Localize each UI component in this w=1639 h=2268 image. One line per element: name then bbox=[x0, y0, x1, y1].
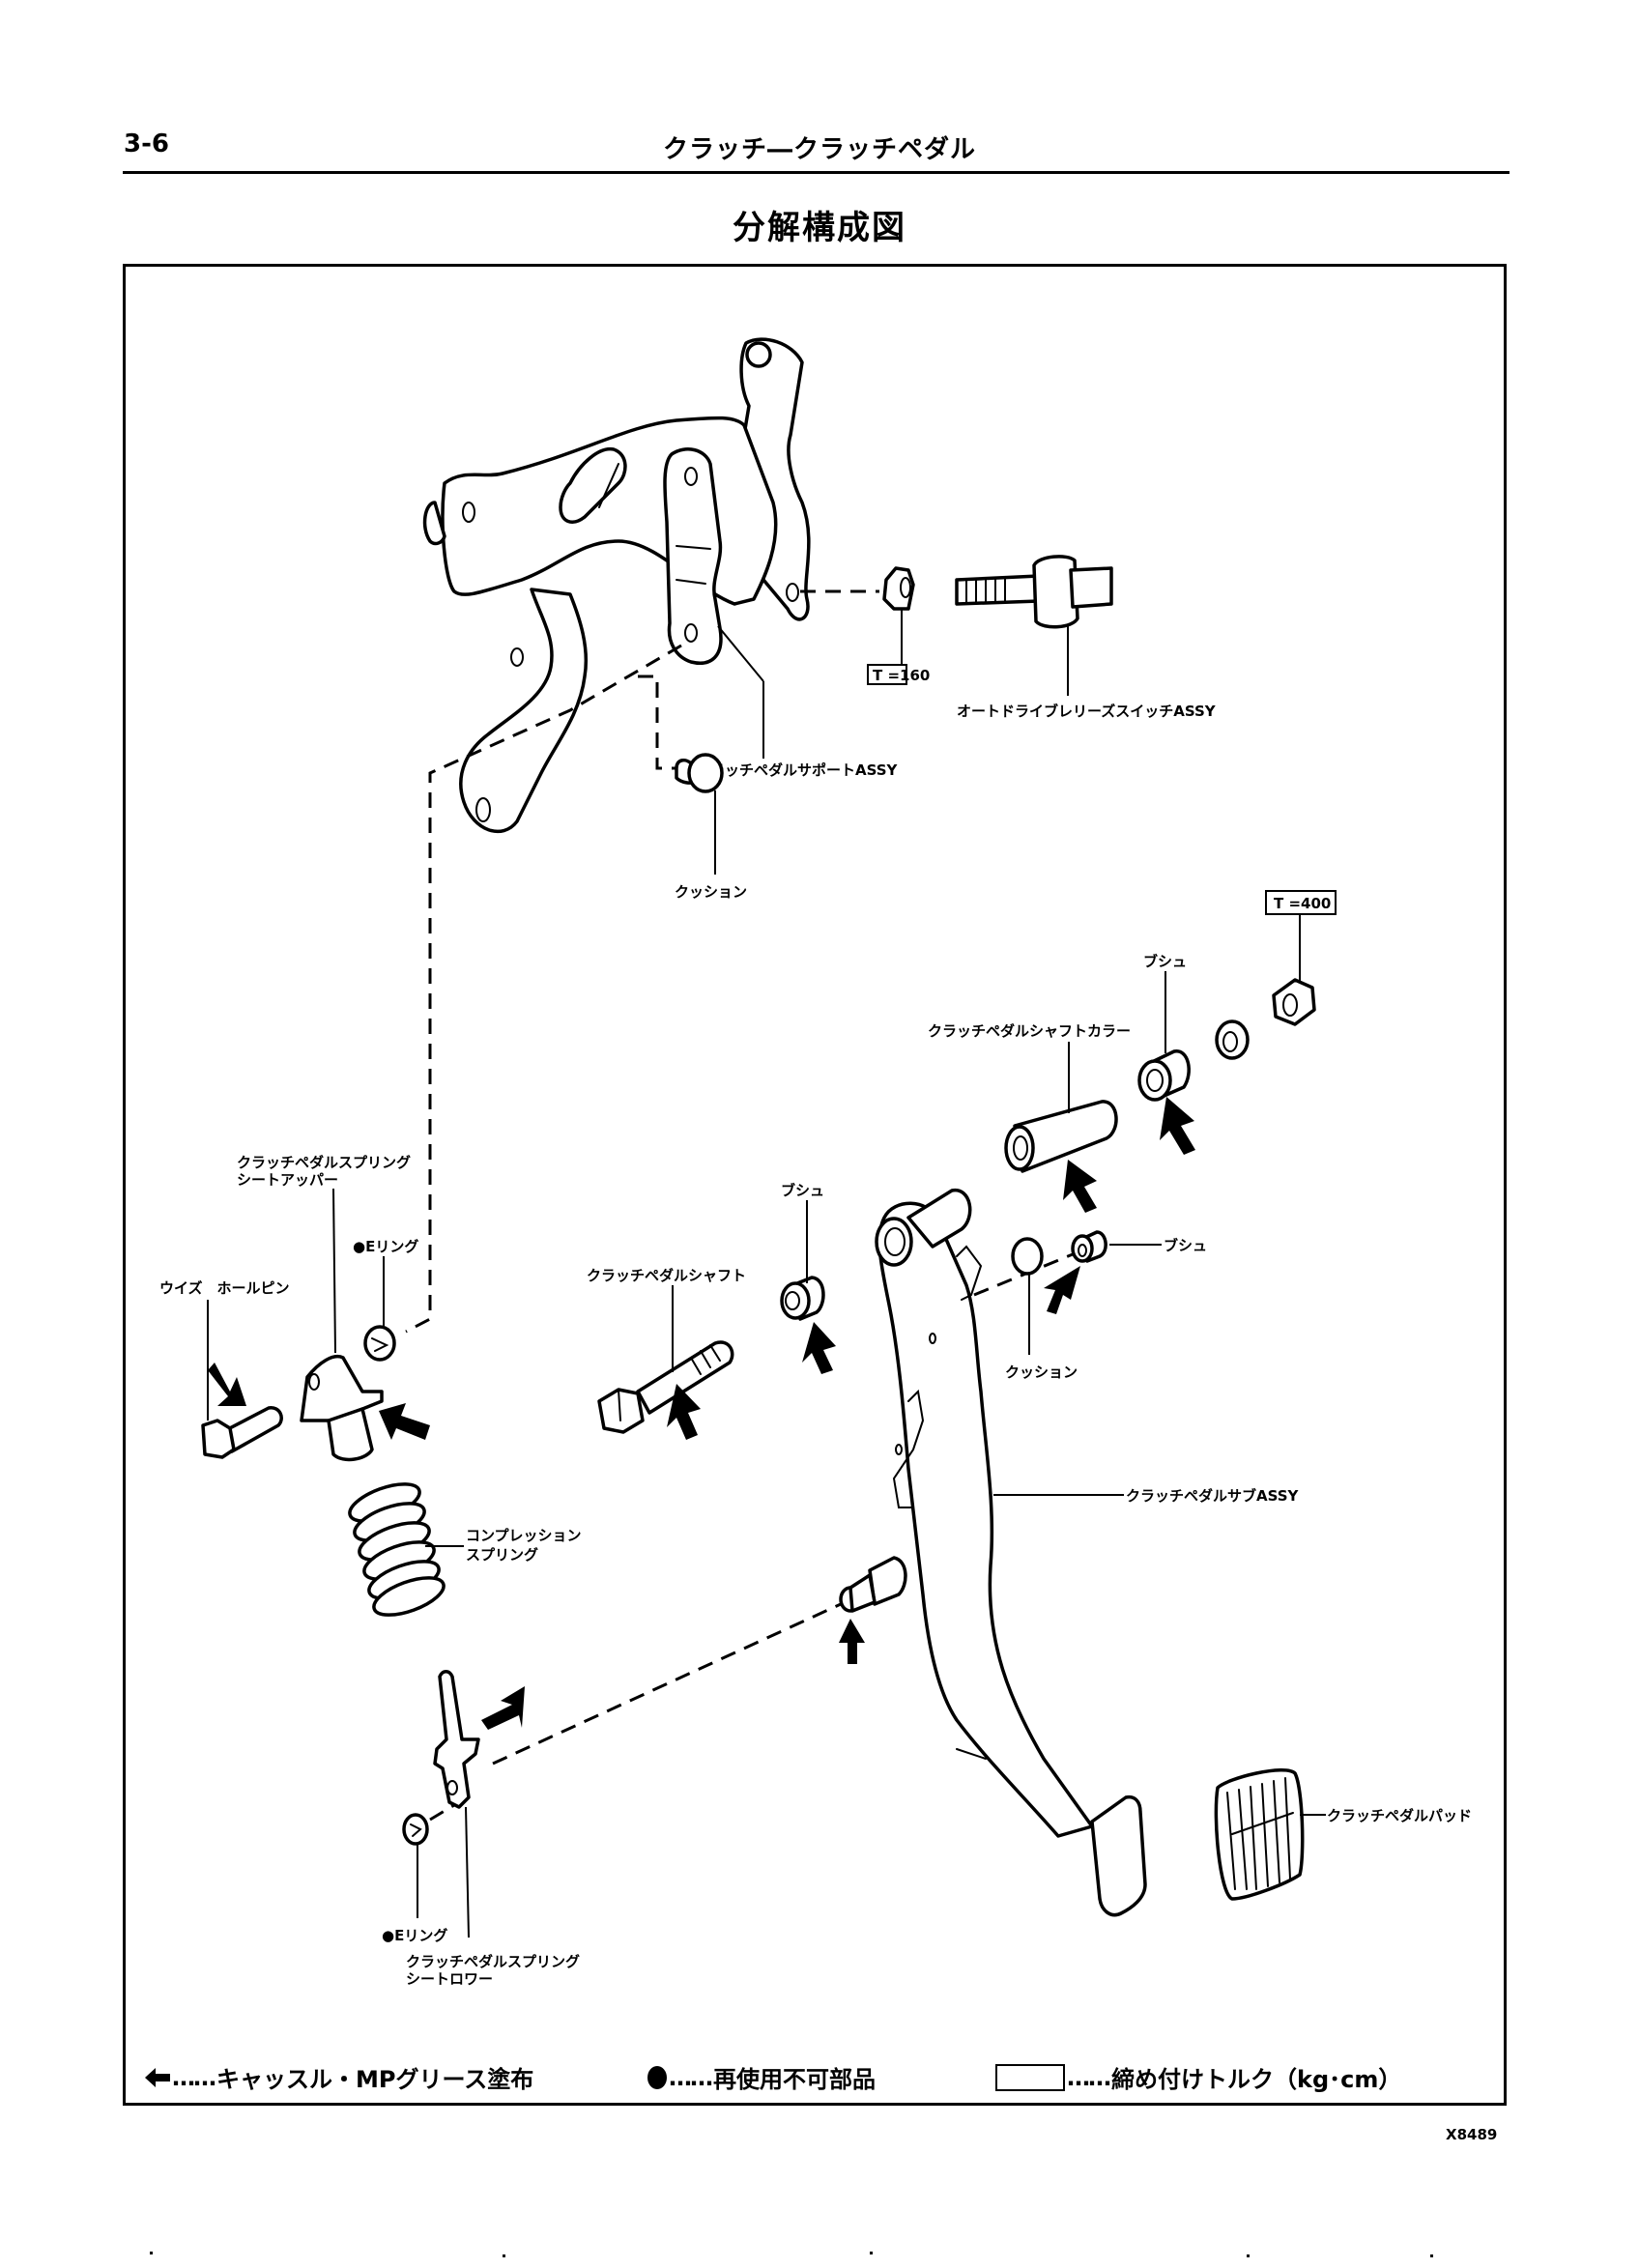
grease-arrow-bush-right bbox=[1044, 1266, 1080, 1314]
clutch-pedal-support-assy bbox=[422, 337, 811, 833]
scan-speck bbox=[1430, 2254, 1433, 2257]
legend-item-torque: …… 締め付けトルク（kg･cm） bbox=[995, 2060, 1401, 2094]
wise-hole-pin: ウイズ ホールピン bbox=[159, 1279, 290, 1459]
label-bush-middle: ブシュ bbox=[781, 1182, 824, 1199]
label-clutch-pedal-shaft-collar: クラッチペダルシャフトカラー bbox=[928, 1022, 1131, 1040]
bush-upper: ブシュ bbox=[1137, 953, 1195, 1155]
label-auto-drive-release-switch-assy: オートドライブレリーズスイッチASSY bbox=[957, 703, 1217, 720]
scan-speck bbox=[503, 2254, 505, 2257]
label-compression-spring-1: コンプレッション bbox=[466, 1527, 582, 1544]
label-clutch-pedal-pad: クラッチペダルパッド bbox=[1327, 1807, 1472, 1824]
cushion-lower: クッション bbox=[1005, 1237, 1078, 1381]
scan-speck bbox=[870, 2252, 873, 2254]
nut-shaft bbox=[1272, 978, 1316, 1026]
washer bbox=[1215, 1019, 1250, 1060]
empty-box-icon bbox=[995, 2063, 1065, 2091]
label-bush-upper: ブシュ bbox=[1143, 953, 1187, 970]
label-e-ring-upper: ●Eリング bbox=[353, 1238, 418, 1255]
legend-label-grease: キャッスル・MPグリース塗布 bbox=[216, 2066, 534, 2093]
torque-value-400: T =400 bbox=[1274, 895, 1331, 912]
legend-label-torque: 締め付けトルク（kg･cm） bbox=[1111, 2066, 1402, 2093]
legend: …… キャッスル・MPグリース塗布 …… 再使用不可部品 …… 締め付けトルク（… bbox=[135, 2060, 1498, 2099]
assembly-guide-lines-upper bbox=[405, 589, 879, 1334]
grease-arrow-collar bbox=[1063, 1160, 1097, 1213]
grease-arrow-seat-upper bbox=[379, 1403, 430, 1440]
label-spring-seat-upper-1: クラッチペダルスプリング bbox=[237, 1154, 411, 1171]
label-bush-right: ブシュ bbox=[1164, 1237, 1207, 1254]
clutch-pedal-spring-seat-upper: クラッチペダルスプリング シートアッパー bbox=[237, 1154, 430, 1462]
clutch-pedal-shaft: クラッチペダルシャフト bbox=[587, 1267, 746, 1440]
legend-dots: …… bbox=[172, 2063, 216, 2091]
guide-line-lower-seat bbox=[492, 1602, 842, 1766]
page-number: 3-6 bbox=[124, 129, 169, 158]
legend-item-grease: …… キャッスル・MPグリース塗布 bbox=[145, 2060, 533, 2094]
torque-box-160: T =160 bbox=[867, 664, 930, 685]
filled-circle-icon bbox=[647, 2065, 667, 2089]
scan-speck bbox=[150, 2252, 153, 2254]
figure-title: 分解構成図 bbox=[733, 209, 906, 247]
label-spring-seat-lower-1: クラッチペダルスプリング bbox=[406, 1953, 580, 1970]
clutch-pedal-pad: クラッチペダルパッド bbox=[1214, 1768, 1472, 1901]
label-clutch-pedal-support-assy: クラッチペダルサポートASSY bbox=[696, 761, 899, 779]
label-spring-seat-upper-2: シートアッパー bbox=[237, 1171, 338, 1189]
label-clutch-pedal-shaft: クラッチペダルシャフト bbox=[587, 1267, 746, 1284]
nut-switch bbox=[882, 566, 915, 665]
grease-arrow-seat-lower bbox=[481, 1686, 525, 1730]
label-clutch-pedal-sub-assy: クラッチペダルサブASSY bbox=[1126, 1487, 1300, 1505]
grease-arrow-shaft bbox=[667, 1384, 701, 1440]
torque-value-160: T =160 bbox=[873, 667, 930, 684]
label-spring-seat-lower-2: シートロワー bbox=[406, 1970, 493, 1988]
label-wise-hole-pin: ウイズ ホールピン bbox=[159, 1279, 290, 1297]
guide-line-lower-ering bbox=[429, 1803, 455, 1822]
label-cushion-upper: クッション bbox=[675, 883, 747, 901]
section-title: クラッチ―クラッチペダル bbox=[662, 135, 976, 164]
grease-arrow-pivot-pin bbox=[839, 1619, 865, 1664]
arrow-icon bbox=[145, 2067, 170, 2087]
legend-item-non-reusable: …… 再使用不可部品 bbox=[647, 2060, 876, 2094]
label-e-ring-lower: ●Eリング bbox=[382, 1927, 447, 1944]
legend-label-non-reusable: 再使用不可部品 bbox=[713, 2066, 876, 2093]
clutch-pedal-shaft-collar: クラッチペダルシャフトカラー bbox=[928, 1022, 1131, 1213]
clutch-pedal-spring-seat-lower: クラッチペダルスプリング シートロワー bbox=[406, 1670, 580, 1988]
cushion-upper: クッション bbox=[675, 753, 747, 901]
legend-dots: …… bbox=[1067, 2063, 1111, 2091]
label-compression-spring-2: スプリング bbox=[466, 1546, 538, 1564]
header-rule bbox=[123, 171, 1510, 174]
scan-speck bbox=[1247, 2254, 1250, 2257]
torque-box-400: T =400 bbox=[1265, 890, 1337, 981]
bush-middle: ブシュ bbox=[780, 1182, 836, 1374]
figure-code: X8489 bbox=[1446, 2126, 1498, 2143]
compression-spring: コンプレッション スプリング bbox=[348, 1482, 582, 1617]
legend-dots: …… bbox=[669, 2063, 713, 2091]
e-ring-upper: ●Eリング bbox=[353, 1238, 418, 1362]
label-cushion-lower: クッション bbox=[1005, 1364, 1078, 1381]
grease-arrow-pin bbox=[208, 1363, 246, 1406]
figure-frame bbox=[123, 264, 1507, 2106]
e-ring-lower: ●Eリング bbox=[382, 1813, 447, 1944]
clutch-pedal-sub-assy: クラッチペダルサブASSY bbox=[839, 1189, 1300, 1917]
bush-right: ブシュ bbox=[1044, 1230, 1207, 1314]
grease-arrow-bush-middle bbox=[802, 1322, 836, 1374]
grease-arrow-bush-upper bbox=[1160, 1097, 1195, 1155]
auto-drive-release-switch-assy: オートドライブレリーズスイッチASSY bbox=[955, 555, 1217, 720]
